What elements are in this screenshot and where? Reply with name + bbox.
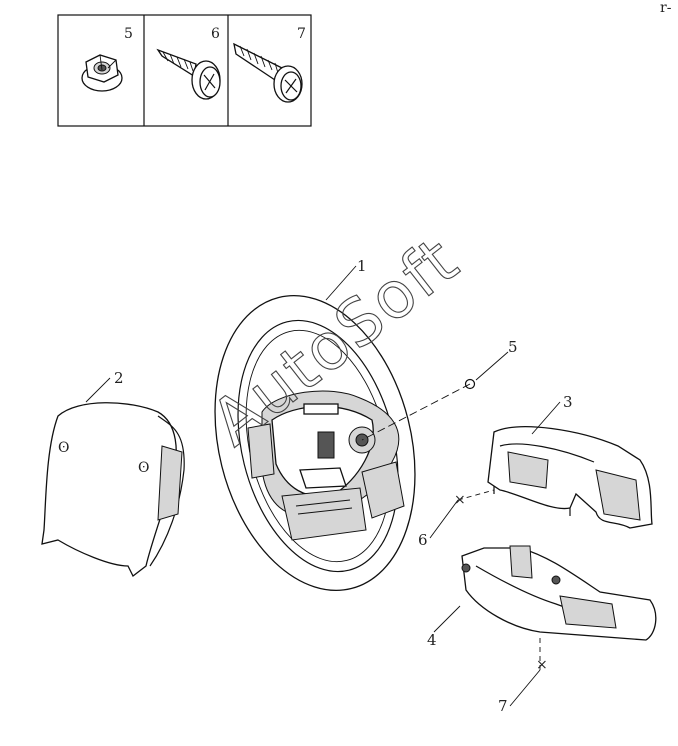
flanged-screw-icon — [156, 48, 221, 100]
legend-number-7: 7 — [297, 26, 306, 42]
callout-6: 6 — [418, 531, 428, 549]
callout-3: 3 — [563, 393, 573, 411]
lower-column-cover — [461, 545, 657, 641]
airbag-logo: ʘ — [58, 440, 69, 456]
airbag-mark: ʘ — [138, 460, 149, 476]
corner-mark: r- — [660, 0, 672, 16]
callout-2: 2 — [114, 369, 124, 387]
screw-marker-lower: × — [536, 657, 548, 673]
airbag-module: ʘ ʘ — [41, 402, 185, 577]
nut-marker — [464, 378, 476, 390]
legend-number-6: 6 — [211, 26, 220, 42]
callout-7: 7 — [498, 697, 508, 715]
steering-wheel — [214, 294, 416, 592]
fastener-legend: 5 6 7 — [57, 14, 312, 127]
legend-number-5: 5 — [124, 26, 133, 42]
callout-5: 5 — [508, 338, 518, 356]
callout-1: 1 — [357, 257, 367, 275]
upper-column-cover — [487, 426, 653, 529]
callout-4: 4 — [427, 631, 437, 649]
screw-marker-upper: × — [454, 492, 466, 508]
leader-lines — [85, 265, 561, 707]
flange-nut-icon — [81, 54, 123, 92]
tapping-screw-icon — [233, 42, 303, 103]
